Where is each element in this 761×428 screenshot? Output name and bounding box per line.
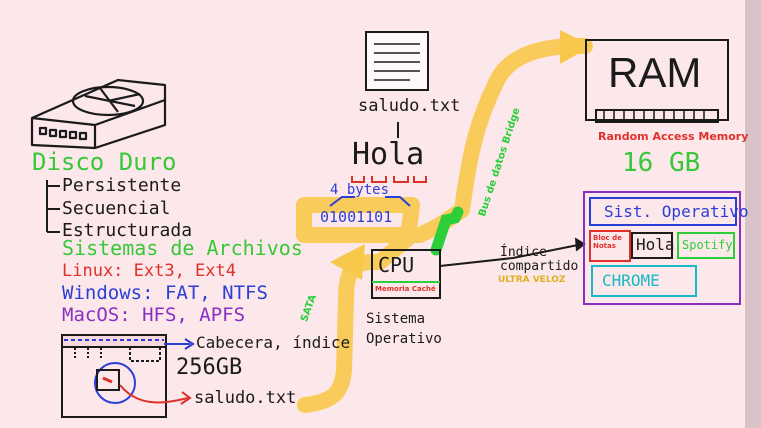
ram-subtitle: Random Access Memory <box>598 130 749 143</box>
shared-index-label: Índice compartido <box>500 245 579 275</box>
property-structured: Estructurada <box>62 220 193 241</box>
data-flow-path <box>296 38 593 413</box>
property-persistent: Persistente <box>62 175 182 196</box>
cpu-label: CPU <box>378 253 415 277</box>
ultra-fast-label: ULTRA VELOZ <box>498 275 566 285</box>
fs-windows: Windows: FAT, NTFS <box>62 282 268 304</box>
file-name: saludo.txt <box>358 96 461 116</box>
header-index-label: Cabecera, índice <box>196 333 351 352</box>
mem-spotify: Spotify <box>682 238 733 252</box>
mem-os: Sist. Operativo <box>604 202 749 221</box>
board-edge-shadow <box>745 0 761 428</box>
property-sequential: Secuencial <box>62 198 171 219</box>
ram-title: RAM <box>608 49 702 96</box>
ram-size: 16 GB <box>622 148 701 178</box>
byte-brackets <box>351 176 427 183</box>
mem-hola: Hola <box>636 235 675 254</box>
green-bus-stroke <box>430 206 464 256</box>
disk-cross-section <box>61 334 167 418</box>
os-label: Sistema Operativo <box>366 311 442 347</box>
memory-map-drawing <box>583 191 741 305</box>
hard-disk-drawing <box>30 78 167 150</box>
document-icon <box>365 31 429 91</box>
data-flow-arrowhead <box>560 30 592 64</box>
sata-arrowhead <box>330 244 365 280</box>
ram-module-drawing <box>585 39 729 123</box>
cpu-cache-label: Memoria Caché <box>375 285 436 293</box>
filesystems-title: Sistemas de Archivos <box>62 236 303 260</box>
property-tree-lines <box>46 180 60 233</box>
disk-file-label: saludo.txt <box>194 388 297 408</box>
file-size: 4 bytes <box>330 182 390 198</box>
header-pointer-arrowhead <box>184 338 195 350</box>
binary-brace <box>329 196 411 207</box>
cpu-to-ram-link <box>439 243 584 267</box>
mem-notepad: Bloc de Notas <box>593 234 622 251</box>
cpu-chip <box>371 249 441 299</box>
file-pointer-arrow <box>119 384 189 404</box>
fs-linux: Linux: Ext3, Ext4 <box>62 261 236 281</box>
file-binary: 01001101 <box>320 208 393 226</box>
file-pointer-arrowhead <box>180 391 192 405</box>
file-content: Hola <box>352 137 425 172</box>
disk-title: Disco Duro <box>32 148 177 176</box>
disk-size: 256GB <box>176 355 243 380</box>
fs-macos: MacOS: HFS, APFS <box>62 304 246 326</box>
mem-chrome: CHROME <box>602 271 660 290</box>
